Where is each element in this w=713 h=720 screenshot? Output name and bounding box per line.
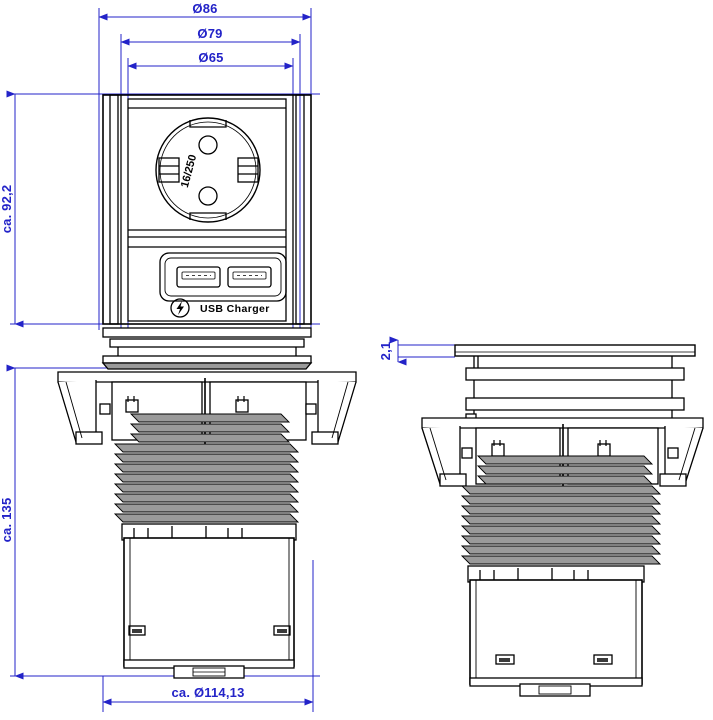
front-bezel <box>102 94 312 325</box>
enclosure-clip-left <box>128 625 146 636</box>
pin-hole-upper <box>198 135 218 155</box>
socket-notch-bottom <box>189 212 227 220</box>
side-bellows-upper-ribs <box>476 455 654 485</box>
dimension-d86: Ø86 <box>98 1 312 21</box>
front-collar <box>101 327 313 370</box>
schuko-socket: 16/250 <box>155 117 261 223</box>
usb-module: USB Charger <box>159 252 287 318</box>
earth-clip-left <box>158 157 180 183</box>
side-view <box>421 344 704 697</box>
lightning-bolt-icon <box>170 298 190 318</box>
dimension-d79: Ø79 <box>120 26 301 46</box>
dimension-h922: ca. 92,2 <box>0 90 24 328</box>
front-module-plate <box>127 98 287 322</box>
dimension-h922-label: ca. 92,2 <box>0 185 14 234</box>
usb-port-right <box>227 266 272 288</box>
side-bellows-main-ribs <box>460 485 662 565</box>
dimension-h135-label: ca. 135 <box>0 498 14 543</box>
enclosure-clip-right <box>273 625 291 636</box>
dimension-d86-label: Ø86 <box>192 1 217 16</box>
side-upper-housing <box>465 356 685 423</box>
side-enclosure-clip-right <box>593 654 613 665</box>
dimension-d11413-label: ca. Ø114,13 <box>171 685 244 700</box>
front-view: 16/250 USB Charger <box>57 94 357 679</box>
dimension-t21-label: 2,1 <box>378 342 393 361</box>
dimension-t21: 2,1 <box>378 336 455 366</box>
side-bellows <box>460 455 662 565</box>
front-lower-enclosure <box>121 523 297 679</box>
dimension-h135: ca. 135 <box>0 364 24 680</box>
side-top-cap <box>454 344 696 357</box>
front-bellows <box>113 413 300 523</box>
bellows-main-ribs <box>113 443 300 523</box>
bellows-upper-ribs <box>129 413 291 443</box>
dimension-layer: Ø86 Ø79 Ø65 ca. 92,2 ca. 135 ca. Ø114,13 <box>0 1 455 712</box>
side-lower-enclosure <box>467 565 645 697</box>
dimension-d65-label: Ø65 <box>198 50 223 65</box>
dimension-d79-label: Ø79 <box>197 26 222 41</box>
usb-port-left <box>176 266 221 288</box>
pin-hole-lower <box>198 186 218 206</box>
dimension-d65: Ø65 <box>127 50 294 70</box>
socket-notch-top <box>189 120 227 128</box>
earth-clip-right <box>237 157 259 183</box>
side-enclosure-clip-left <box>495 654 515 665</box>
usb-charger-label: USB Charger <box>200 303 270 315</box>
dimension-d11413: ca. Ø114,13 <box>102 685 314 706</box>
